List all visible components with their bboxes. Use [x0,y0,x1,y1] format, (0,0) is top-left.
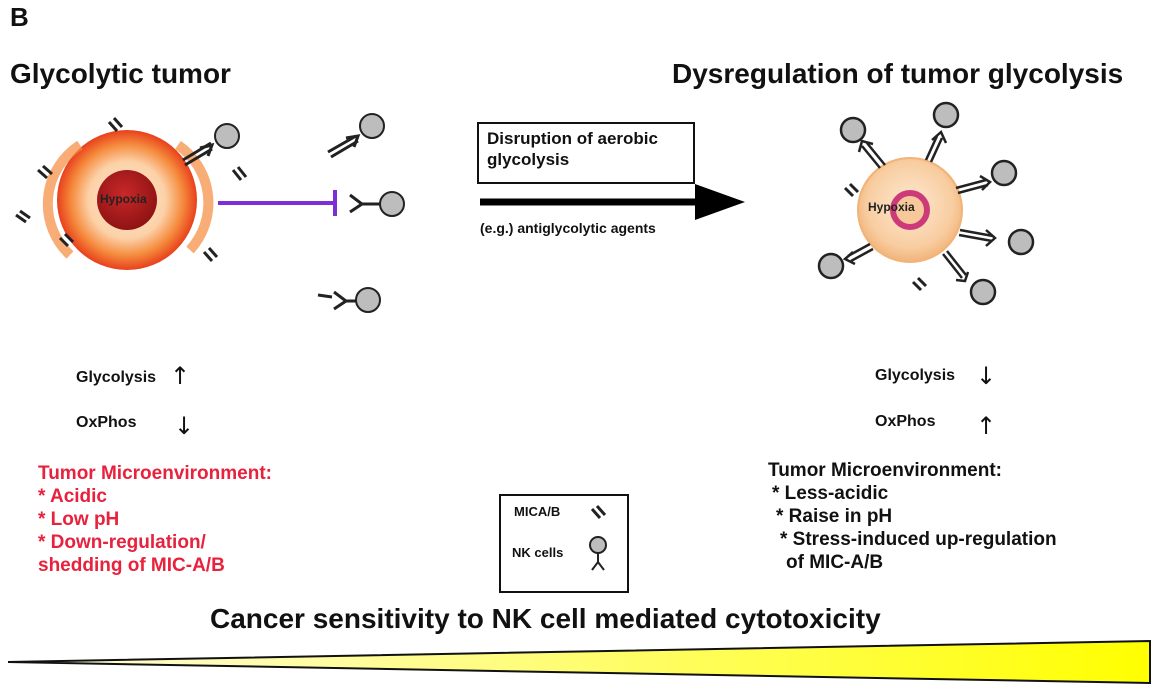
disruption-box-label: Disruption of aerobic glycolysis [487,128,658,170]
left-env-line-5: shedding of MIC-A/B [38,555,225,576]
arrow-down-icon: ↓ [976,362,997,390]
disruption-line-1: Disruption of aerobic [487,129,658,148]
arrow-down-icon: ↓ [174,412,195,440]
left-env-line-4: * Down-regulation/ [38,532,206,553]
left-oxphos-label: OxPhos [76,414,137,431]
right-title: Dysregulation of tumor glycolysis [672,58,1124,89]
left-hypoxia-label: Hypoxia [100,192,147,206]
right-glycolysis-label: Glycolysis [875,367,956,384]
left-env-line-1: Tumor Microenvironment: [38,463,272,484]
legend-box [499,494,629,593]
nk-cells-right-bound [817,101,1035,306]
nk-cell-free-bottom [317,287,381,313]
legend-nk-symbol [589,536,607,571]
left-hypoxia-core [97,170,157,230]
legend-nk-label: NK cells [512,545,564,560]
mica-fragments-right [843,182,928,292]
right-env-line-3: * Raise in pH [776,506,893,527]
right-env-line-5: of MIC-A/B [786,552,884,573]
left-glycolysis-label: Glycolysis [76,369,157,386]
transition-arrow [480,184,745,220]
right-env-line-2: * Less-acidic [772,483,889,504]
right-environment: Tumor Microenvironment: * Less-acidic * … [768,459,1057,574]
legend-mica-label: MICA/B [514,504,561,519]
left-title: Glycolytic tumor [10,58,231,89]
nk-cell-free-top [327,113,385,159]
left-env-line-3: * Low pH [38,509,120,530]
left-environment: Tumor Microenvironment: * Acidic * Low p… [38,462,272,577]
sensitivity-title: Cancer sensitivity to NK cell mediated c… [210,603,881,634]
example-label: (e.g.) antiglycolytic agents [480,220,656,236]
disruption-box [477,122,695,184]
nk-cell-free-middle [349,191,405,217]
panel-label: B [10,2,29,32]
disruption-line-2: glycolysis [487,150,570,169]
sensitivity-wedge [7,639,1151,685]
inhibition-line [218,190,337,216]
legend-mica-symbol [590,505,607,519]
right-hypoxia-core [890,190,930,230]
right-env-line-4: * Stress-induced up-regulation [780,529,1057,550]
arrow-up-icon: ↑ [170,362,191,390]
arrow-up-icon: ↑ [976,412,997,440]
mica-fragments-left [15,117,248,262]
right-env-line-1: Tumor Microenvironment: [768,460,1002,481]
right-hypoxia-label: Hypoxia [868,200,915,214]
right-oxphos-label: OxPhos [875,413,936,430]
nk-cell-left-bound [182,123,240,167]
left-env-line-2: * Acidic [38,486,107,507]
